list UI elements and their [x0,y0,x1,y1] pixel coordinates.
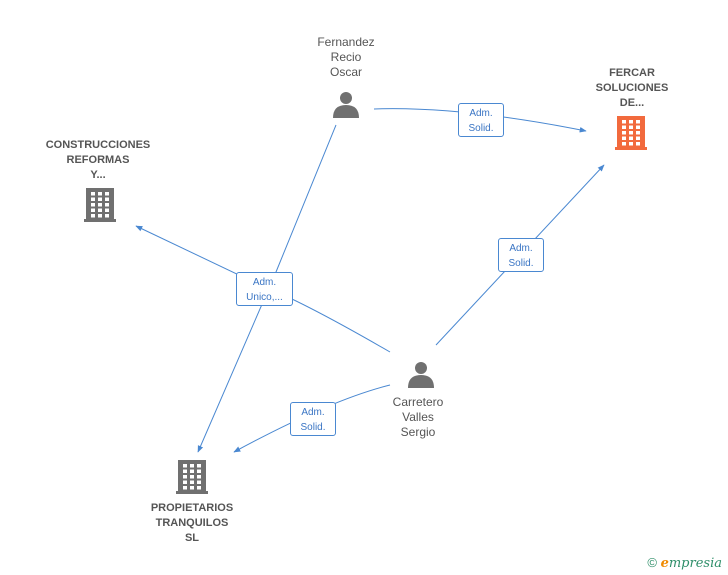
company-name-propietarios[interactable]: PROPIETARIOS TRANQUILOS SL [150,502,234,544]
edge-label-carretero-fercar[interactable]: Adm. Solid. [498,238,544,272]
person-icon[interactable] [333,92,359,118]
person-icon[interactable] [408,362,434,388]
building-icon-propietarios[interactable] [176,460,208,494]
brand-logo: empresia [660,556,722,571]
building-icon-construcciones[interactable] [84,188,116,222]
person-name-carretero[interactable]: Carretero Valles Sergio [392,395,444,439]
edge-label-fernandez-fercar[interactable]: Adm. Solid. [458,103,504,137]
building-icon-fercar[interactable] [615,116,647,150]
person-name-fernandez[interactable]: Fernandez Recio Oscar [317,35,375,79]
company-name-construcciones[interactable]: CONSTRUCCIONES REFORMAS Y... [45,139,151,181]
copyright-icon: © [647,555,657,570]
company-name-fercar[interactable]: FERCAR SOLUCIONES DE... [595,67,669,109]
edge-label-construcciones[interactable]: Adm. Unico,... [236,272,293,306]
footer-brand: © empresia [647,555,722,571]
edge-label-carretero-propietarios[interactable]: Adm. Solid. [290,402,336,436]
